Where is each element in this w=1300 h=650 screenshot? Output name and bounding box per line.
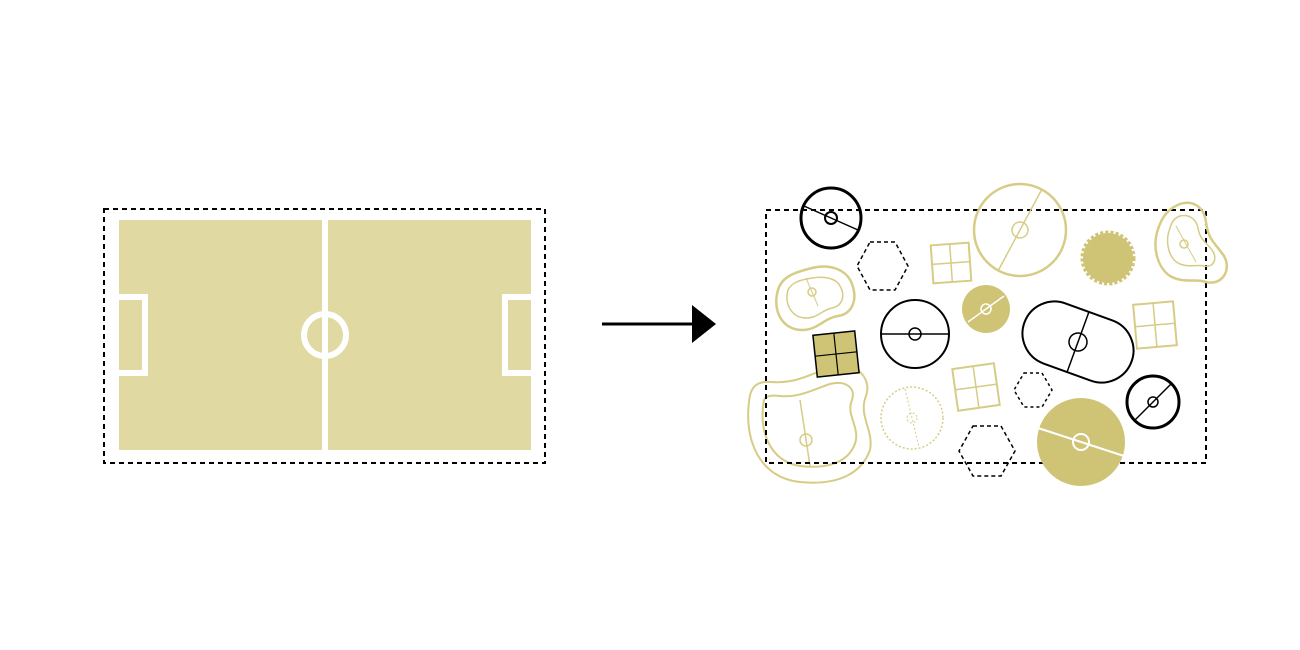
blob-center-mark	[807, 287, 817, 297]
court-outline	[1125, 374, 1181, 430]
dashed-hexagon	[958, 425, 1016, 477]
court-center-mark	[980, 303, 992, 315]
grid-line-h	[1135, 322, 1175, 328]
dashed-hexagon	[856, 241, 909, 291]
yellow-grid-square	[929, 241, 973, 285]
yellow-filled-circle	[962, 285, 1010, 333]
blob-outer-ring	[747, 364, 872, 484]
yellow-blob-court	[747, 364, 872, 484]
blob-center-mark	[799, 433, 813, 447]
grid-line-h	[931, 260, 971, 266]
right-panel	[747, 182, 1229, 486]
blob-inner-ring	[761, 382, 858, 468]
court-center-mark	[1147, 396, 1159, 408]
yellow-outline-circle-court	[972, 182, 1068, 278]
dotted-circle-court	[880, 386, 944, 450]
yellow-grid-square	[1132, 300, 1178, 350]
yellow-cog-shape	[1080, 230, 1136, 286]
pitch-center-circle	[301, 311, 349, 359]
black-circle-court	[880, 299, 950, 369]
right-boundary-dashed	[765, 209, 1207, 464]
blob-outer-ring	[1154, 201, 1229, 284]
soccer-pitch	[119, 220, 531, 450]
black-circle-court	[799, 186, 863, 250]
blob-center-line	[799, 399, 811, 467]
yellow-blob-court	[775, 265, 856, 332]
court-outline	[799, 186, 863, 250]
cog-body	[1080, 230, 1136, 286]
blob-outer-ring	[775, 265, 856, 332]
yellow-blob-court	[1154, 201, 1229, 284]
left-panel	[103, 208, 546, 464]
blob-center-line	[805, 277, 819, 307]
black-oval-court	[1021, 300, 1135, 384]
pitch-right-penalty-box	[502, 294, 531, 376]
court-outline	[972, 182, 1068, 278]
court-center-line	[904, 388, 920, 448]
dashed-hexagon	[1013, 372, 1053, 408]
black-circle-court	[1125, 374, 1181, 430]
transform-arrow	[602, 305, 716, 343]
court-center-mark	[1011, 221, 1029, 239]
court-center-line	[967, 295, 1005, 323]
court-center-mark	[906, 412, 918, 424]
court-center-line	[1066, 311, 1090, 373]
court-center-line	[1037, 427, 1125, 457]
arrow-head	[692, 305, 716, 343]
left-boundary-dashed	[103, 208, 546, 464]
yellow-grid-square	[951, 362, 1001, 412]
blob-inner-ring	[1166, 214, 1216, 267]
blob-center-line	[1175, 225, 1197, 263]
grid-line-h	[955, 383, 997, 391]
yellow-filled-circle-court	[1037, 398, 1125, 486]
grid-line-h	[815, 351, 857, 357]
court-center-line	[997, 188, 1043, 272]
court-center-line	[803, 205, 859, 231]
court-outline	[880, 386, 944, 450]
court-center-mark	[1072, 433, 1090, 451]
court-center-line	[1134, 383, 1172, 421]
court-outline	[1021, 300, 1135, 384]
yellow-filled-grid-square	[812, 330, 860, 378]
court-center-mark	[824, 211, 838, 225]
pitch-left-penalty-box	[119, 294, 148, 376]
blob-inner-ring	[786, 276, 844, 319]
